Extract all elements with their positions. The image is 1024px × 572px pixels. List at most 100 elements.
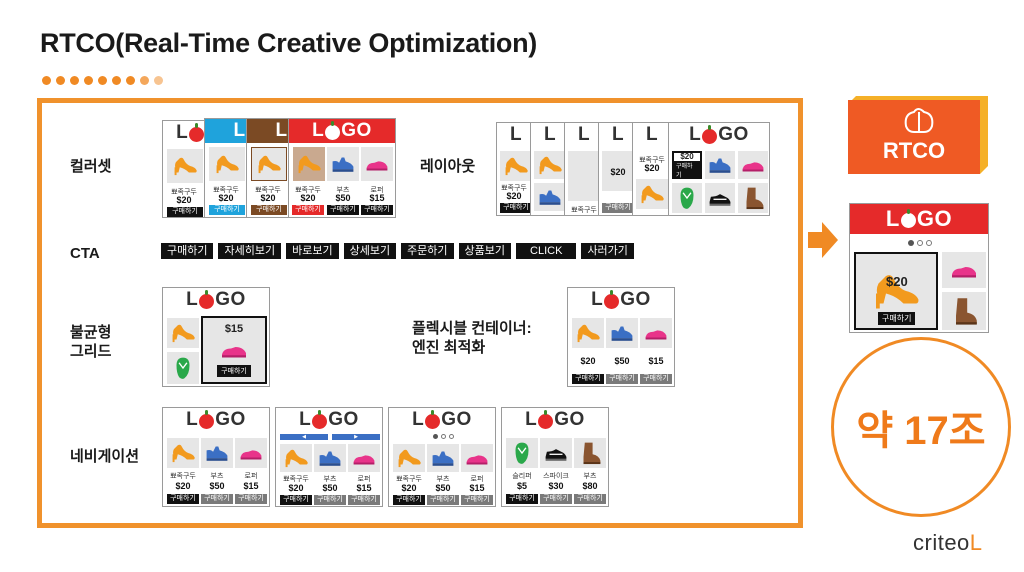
cta-button[interactable]: 사러가기 [581,243,634,259]
buy-button[interactable]: 구매하기 [348,495,380,505]
buy-button[interactable]: 구매하기 [574,494,606,504]
buy-button[interactable]: 구매하기 [327,205,359,215]
product-name: 뾰족구두 [283,476,309,483]
product-price: $20 [300,193,316,203]
product-price: $30 [548,481,564,491]
carousel-dots[interactable] [908,240,932,246]
product-price: $20 [580,356,596,366]
buy-button[interactable]: 구매하기 [167,207,203,217]
product-price: $20 [644,163,660,173]
product-price: $50 [335,193,351,203]
product-name: 스파이크 [543,473,569,480]
apple-icon [325,120,341,140]
buy-button[interactable]: 구매하기 [674,160,700,179]
cta-button[interactable]: CLICK [516,243,577,259]
product-price: $20 [260,193,276,203]
boot-icon [740,185,766,211]
product-name: 뾰족구두 [213,187,239,194]
sneaker-icon [537,184,563,210]
loafer-icon [351,445,377,471]
cta-button[interactable]: 바로보기 [286,243,339,259]
layout-ad-4: L $20 구매하기 [598,122,638,216]
apple-icon [199,409,215,429]
cta-button[interactable]: 자세히보기 [218,243,282,259]
buy-button[interactable]: 구매하기 [461,495,493,505]
label-navigation: 네비게이션 [70,448,140,465]
loafer-icon [212,335,256,365]
buy-button[interactable]: 구매하기 [292,205,324,215]
apple-icon [702,124,718,144]
label-colorset: 컬러셋 [70,158,112,175]
buy-button[interactable]: 구매하기 [201,494,233,504]
buy-button[interactable]: 구매하기 [393,495,425,505]
product-name: 부츠 [210,473,224,480]
product-name: 로퍼 [244,473,258,480]
product-name: 뾰족구두 [295,187,321,194]
label-layout: 레이아웃 [420,158,476,175]
buy-button[interactable]: 구매하기 [606,374,638,384]
layout-ad-2: L [530,122,570,216]
buy-button[interactable]: 구매하기 [167,494,199,504]
arrow-right-icon [808,222,838,258]
buy-button[interactable]: 구매하기 [235,494,267,504]
nav-prev-arrow[interactable]: ◀ [280,434,328,440]
buy-button[interactable]: 구매하기 [878,312,916,325]
buy-button[interactable]: 구매하기 [500,203,532,213]
buy-button[interactable]: 구매하기 [361,205,393,215]
product-price: $15 [369,193,385,203]
cta-button[interactable]: 주문하기 [401,243,454,259]
label-flex-2: 엔진 최적화 [412,339,486,356]
cta-button[interactable]: 구매하기 [161,243,214,259]
buy-button[interactable]: 구매하기 [602,203,634,213]
buy-button[interactable]: 구매하기 [572,374,604,384]
product-price: $20 [176,195,192,205]
loafer-icon [464,445,490,471]
loafer-icon [364,151,390,177]
product-name: 뾰족구두 [571,207,597,214]
product-name: 부츠 [583,473,597,480]
buy-button[interactable]: 구매하기 [314,495,346,505]
cta-button[interactable]: 상품보기 [458,243,512,259]
apple-icon [900,208,916,228]
buy-button[interactable]: 구매하기 [209,205,245,215]
product-price: $15 [224,323,244,335]
buy-button[interactable]: 구매하기 [540,494,572,504]
heel-icon [296,151,322,177]
layout-ad-5: L 뾰족구두 $20 [632,122,672,216]
product-price: $15 [469,483,485,493]
heel-icon [503,153,529,179]
sport-shoe-icon [707,185,733,211]
cta-button[interactable]: 상세보기 [343,243,397,259]
buy-button[interactable]: 구매하기 [427,495,459,505]
heel-icon [256,151,282,177]
slipper-icon [674,185,700,211]
product-name: 로퍼 [370,187,384,194]
product-price: $50 [209,481,225,491]
product-name: 부츠 [323,476,337,483]
sneaker-icon [204,440,230,466]
carousel-dots[interactable] [433,434,454,439]
buy-button[interactable]: 구매하기 [251,205,287,215]
nav-next-arrow[interactable]: ▶ [332,434,380,440]
product-price: $20 [506,191,522,201]
buy-button[interactable]: 구매하기 [280,495,312,505]
big-number: 약 17조 [856,409,986,453]
product-name: 슬리퍼 [512,473,532,480]
sneaker-icon [609,320,635,346]
featured-product[interactable]: $20 구매하기 [854,252,938,330]
product-price: $50 [435,483,451,493]
loafer-icon [740,152,766,178]
scale-circle: 약 17조 [831,337,1011,517]
buy-button[interactable]: 구매하기 [506,494,538,504]
apple-icon [189,122,205,142]
heel-icon [172,153,198,179]
product-name: 뾰족구두 [170,473,196,480]
buy-button[interactable]: 구매하기 [217,365,251,377]
buy-button[interactable]: 구매하기 [640,374,672,384]
loafer-icon [643,320,669,346]
rtco-box: RTCO [848,96,988,174]
